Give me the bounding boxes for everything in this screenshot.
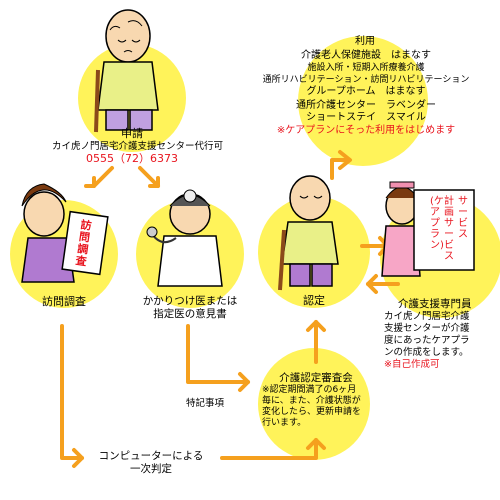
arrow-apply-doctor	[138, 166, 160, 188]
apply-phone: 0555（72）6373	[86, 152, 178, 165]
committee-line: ※認定期間満了の6ヶ月	[262, 385, 357, 395]
certified-elder-icon	[278, 175, 339, 291]
arrow-visit-computer	[60, 324, 84, 460]
committee-title: 介護認定審査会	[279, 372, 353, 384]
committee-line: 毎に、また、介護状態が	[262, 396, 361, 406]
board-text-careplan: (ケアプラン)	[430, 196, 444, 251]
board-text-service: サービス	[458, 196, 468, 240]
arrowhead	[84, 176, 96, 188]
elderly-man-icon	[94, 9, 159, 133]
usage-title: 利用	[355, 36, 375, 47]
visit-label: 訪問調査	[42, 295, 86, 308]
arrow-apply-visit	[92, 166, 114, 188]
arrowhead	[366, 274, 378, 294]
visitor-woman-icon	[21, 183, 109, 283]
care-manager-icon	[381, 181, 475, 277]
doctor-label-line1: かかりつけ医または	[142, 295, 238, 307]
usage-line: 介護老人保健施設 はまなす	[301, 50, 431, 61]
specialist-note: ※自己作成可	[384, 359, 440, 370]
apply-agent: カイ虎ノ門居宅介護支援センター代行可	[52, 141, 224, 152]
specialist-line: 度にあったケアプラ	[384, 335, 470, 346]
usage-note: ※ケアプランにそった利用をはじめます	[276, 125, 456, 136]
usage-line: 通所介護センター ラベンダー	[296, 100, 436, 111]
usage-line: グループホーム はまなす	[306, 86, 426, 97]
special-notes-label: 特記事項	[186, 398, 225, 409]
computer-line1: コンピューターによる	[98, 450, 204, 462]
specialist-title: 介護支援専門員	[398, 298, 472, 310]
computer-line2: 一次判定	[130, 463, 172, 475]
doctor-icon	[146, 189, 223, 287]
committee-line: 行います。	[262, 418, 307, 428]
arrowhead	[148, 176, 160, 188]
usage-line: 通所リハビリテーション・訪問リハビリテーション	[262, 75, 470, 85]
arrowhead	[72, 448, 84, 468]
arrow-computer-committee	[220, 438, 318, 460]
board-text-plan: 計画サービス	[444, 196, 454, 262]
usage-line: 施設入所・短期入所療養介護	[307, 63, 425, 73]
specialist-line: ンの作成をします。	[384, 347, 469, 358]
specialist-line: 支援センターが介護	[384, 323, 470, 334]
committee-line: 変化したら、更新申請を	[262, 407, 362, 417]
committee-text: ※認定期間満了の6ヶ月 毎に、また、介護状態が 変化したら、更新申請を 行います…	[262, 385, 382, 429]
specialist-text: カイ虎ノ門居宅介護 支援センターが介護 度にあったケアプラ ンの作成をします。 …	[384, 311, 496, 371]
certify-label: 認定	[303, 294, 325, 307]
arrowhead	[306, 438, 326, 450]
apply-title: 申請	[121, 127, 143, 140]
arrowhead	[306, 320, 326, 332]
specialist-line: カイ虎ノ門居宅介護	[384, 311, 470, 322]
arrowhead	[238, 372, 250, 392]
arrow-certify-usage	[330, 158, 350, 180]
usage-list: 介護老人保健施設 はまなす 施設入所・短期入所療養介護 通所リハビリテーション・…	[250, 50, 482, 137]
usage-line: ショートステイ スマイル	[306, 112, 426, 123]
doctor-label-line2: 指定医の意見書	[153, 308, 227, 320]
arrowhead	[338, 150, 352, 170]
usage-circle	[298, 36, 428, 166]
arrow-doctor-committee	[186, 324, 250, 384]
